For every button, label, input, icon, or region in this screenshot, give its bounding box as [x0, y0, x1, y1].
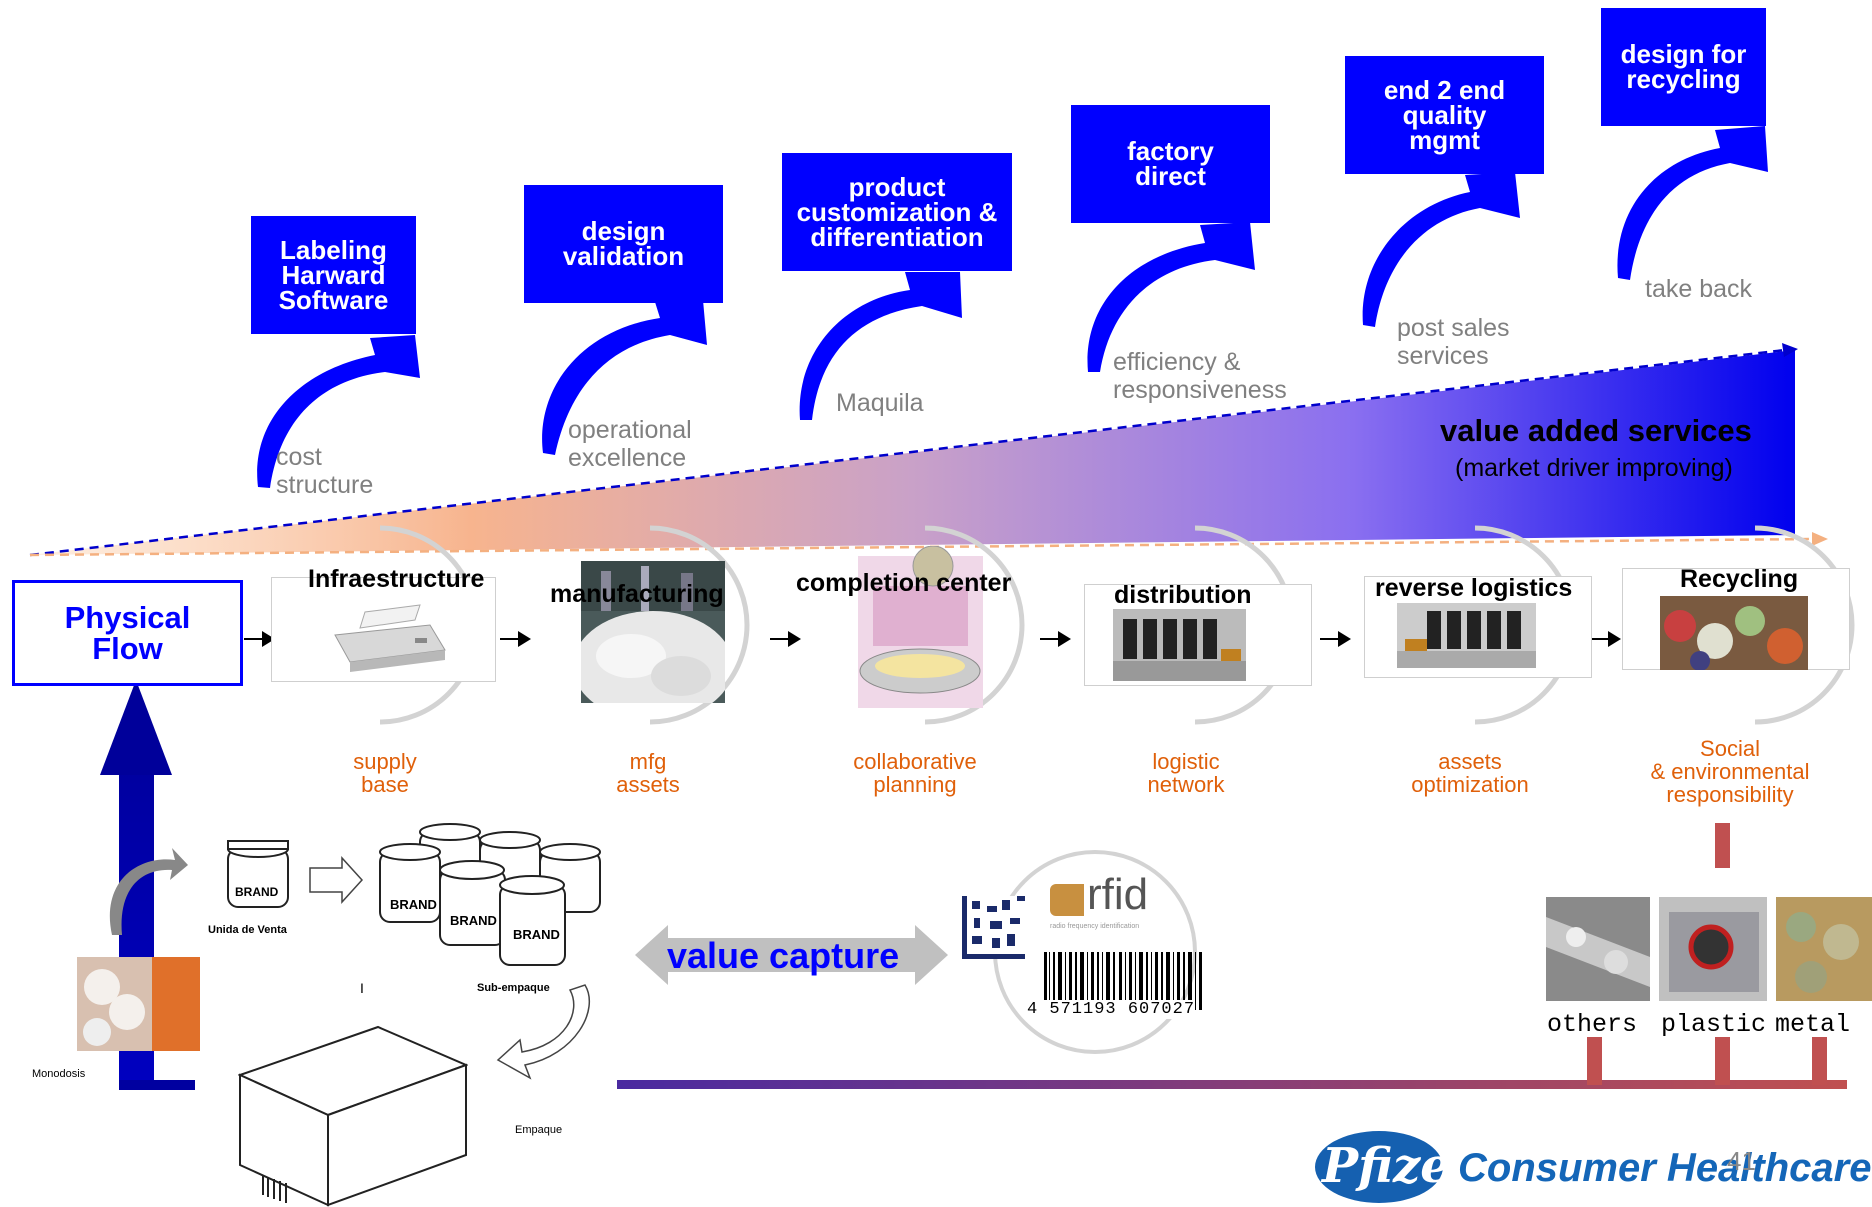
material-plastic-image: [1659, 897, 1767, 1001]
rfid-tagline: radio frequency identification: [1050, 923, 1140, 930]
dashed-lower-line: [29, 537, 1816, 557]
shipping-box: [238, 1025, 468, 1207]
flow-arrow-5-line: [1320, 638, 1340, 640]
sub-pack-jars: [379, 823, 601, 966]
flow-arrow-2-line: [500, 638, 520, 640]
cursor-mark: I: [360, 980, 364, 996]
mono-curved-arrow: [109, 848, 188, 935]
completion-center-image: [858, 546, 983, 708]
physical-flow-box: Physical Flow: [12, 580, 243, 686]
reverse-logistics-image: [1397, 603, 1536, 668]
unit-to-sub-arrow: [309, 856, 364, 904]
value-added-title: value added services: [1440, 413, 1752, 448]
flow-arrow-6-head: [1608, 631, 1621, 647]
dashed-lower-arrowhead: [1812, 532, 1828, 546]
monodose-label: Monodosis: [32, 1068, 86, 1080]
printer-image: [334, 604, 446, 672]
value-capture-arrow: [635, 925, 948, 985]
flow-arrow-3-head: [788, 631, 801, 647]
stage-reverse-logistics-sublabel: assets optimization: [1411, 749, 1529, 797]
curved-arrows: [257, 126, 1768, 488]
stage-reverse-logistics-title: reverse logistics: [1375, 574, 1573, 602]
stage-completion-center-sublabel: collaborative planning: [853, 749, 977, 797]
stage-completion-center-title: completion center: [796, 569, 1012, 597]
stage-recycling-sublabel: Social & environmental responsibility: [1650, 736, 1810, 807]
flow-arrow-5-head: [1338, 631, 1351, 647]
stage-recycling-title: Recycling: [1680, 565, 1799, 593]
driver-maquila: Maquila: [836, 389, 924, 417]
material-others-image: [1546, 897, 1650, 1001]
flow-arrow-4-line: [1040, 638, 1060, 640]
stage-infrastructure-title: Infraestructure: [308, 565, 485, 593]
rfid-logo: rfid: [1087, 870, 1149, 919]
stage-distribution-title: distribution: [1114, 581, 1252, 609]
bottom-gradient-line: [617, 1080, 1847, 1089]
sales-unit-jar: [227, 840, 289, 908]
pfizer-logo-oval: [1315, 1131, 1443, 1203]
sub-pack-label: Sub-empaque: [477, 982, 550, 994]
material-others-label: others: [1547, 1010, 1638, 1039]
flow-arrow-1-line: [244, 638, 264, 640]
value-added-subtitle: (market driver improving): [1455, 454, 1733, 482]
driver-cost-structure: cost structure: [276, 443, 374, 499]
stage-distribution-sublabel: logistic network: [1147, 749, 1225, 797]
physical-flow-label: Physical Flow: [64, 600, 191, 666]
top-box-product-customization: product customization & differentiation: [782, 153, 1012, 271]
material-metal-image: [1776, 897, 1872, 1001]
driver-efficiency: efficiency & responsiveness: [1113, 348, 1287, 404]
distribution-image: [1113, 609, 1246, 681]
consumer-healthcare-text: Consumer Healthcare: [1458, 1146, 1872, 1190]
sub-pack-brand-2: BRAND: [450, 913, 497, 928]
manufacturing-image: [581, 561, 725, 703]
top-box-labeling-software: Labeling Harward Software: [251, 216, 416, 334]
material-plastic-label: plastic: [1661, 1010, 1767, 1039]
driver-operational-excellence: operational excellence: [568, 416, 692, 472]
flow-arrow-3-line: [770, 638, 790, 640]
physical-flow-arrowhead: [100, 680, 172, 775]
sales-unit-label: Unida de Venta: [208, 924, 287, 936]
stage-manufacturing-title: manufacturing: [550, 580, 724, 608]
page-number: 41: [1727, 1146, 1756, 1176]
shipping-box-label: Empaque: [515, 1124, 563, 1136]
top-box-factory-direct: factory direct: [1071, 105, 1270, 223]
stage-infrastructure-sublabel: supply base: [353, 749, 417, 797]
sub-to-box-arrow: [496, 984, 590, 1080]
sales-unit-brand: BRAND: [235, 885, 279, 899]
driver-post-sales: post sales services: [1397, 314, 1510, 370]
dashed-upper-arrowhead: [1782, 343, 1798, 357]
top-box-design-recycling: design for recycling: [1601, 8, 1766, 126]
flow-arrow-4-head: [1058, 631, 1071, 647]
rfid-icon: [1050, 884, 1084, 916]
sub-pack-brand-1: BRAND: [390, 897, 437, 912]
barcode-number: 4 571193 607027: [1027, 1000, 1196, 1019]
recycling-connectors: [1587, 823, 1827, 1085]
top-box-design-validation: design validation: [524, 185, 723, 303]
recycling-image: [1660, 596, 1808, 670]
physical-flow-base: [119, 1080, 195, 1090]
stage-manufacturing-sublabel: mfg assets: [616, 749, 680, 797]
sub-pack-brand-3: BRAND: [513, 927, 560, 942]
driver-take-back: take back: [1645, 275, 1753, 303]
flow-arrow-6-line: [1590, 638, 1610, 640]
value-capture-label: value capture: [667, 935, 900, 976]
top-box-quality-mgmt: end 2 end quality mgmt: [1345, 56, 1544, 174]
barcode-image: [1044, 952, 1202, 1010]
flow-arrow-2-head: [518, 631, 531, 647]
dashed-upper-line: [29, 348, 1786, 557]
material-metal-label: metal: [1775, 1010, 1851, 1039]
pfizer-logo-text: Pfizer: [1322, 1138, 1477, 1194]
monodose-image: [77, 957, 200, 1051]
datamatrix-code: [962, 896, 1025, 959]
